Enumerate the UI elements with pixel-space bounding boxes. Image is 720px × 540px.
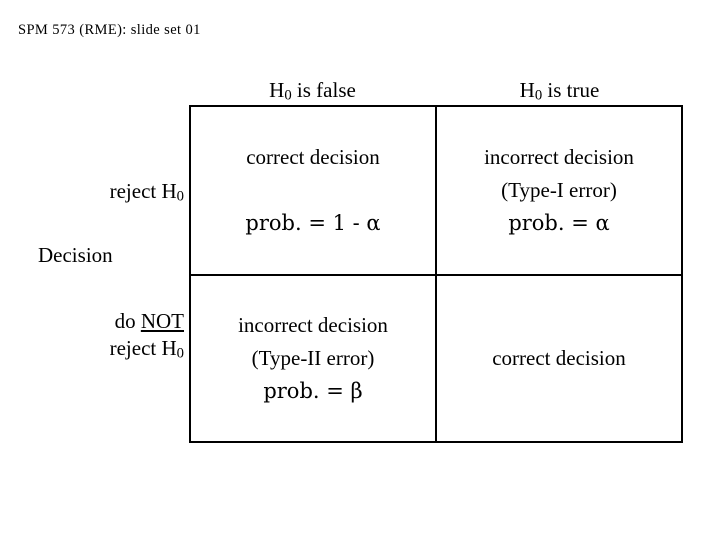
row-header-donot-line1: do NOT bbox=[115, 309, 184, 333]
column-header-false-suffix: is false bbox=[291, 78, 356, 102]
column-header-true-prefix: H bbox=[519, 78, 535, 102]
cell-notreject-false-line2: (Type-II error) bbox=[251, 346, 375, 370]
column-header-h0-true: H0 is true bbox=[436, 78, 683, 105]
cell-reject-false-line3: prob. = 1 - α bbox=[245, 211, 381, 235]
table-row-reject-h0: correct decision prob. = 1 - α incorrect… bbox=[189, 105, 683, 276]
cell-reject-false-spacer bbox=[191, 174, 435, 207]
cell-not-reject-h0-true: correct decision bbox=[435, 274, 683, 443]
row-header-not-emphasis: NOT bbox=[140, 309, 184, 333]
cell-not-reject-h0-false: incorrect decision (Type-II error) prob.… bbox=[189, 274, 437, 443]
cell-reject-true-line3: prob. = α bbox=[508, 211, 610, 235]
row-header-do-not-reject-h0: do NOT reject H0 bbox=[0, 308, 188, 368]
row-header-donot-line2: reject H bbox=[109, 336, 177, 360]
column-header-false-subscript: 0 bbox=[284, 87, 292, 104]
cell-notreject-true-line1: correct decision bbox=[492, 346, 626, 370]
row-header-donot-subscript: 0 bbox=[176, 345, 184, 362]
table-row-do-not-reject-h0: incorrect decision (Type-II error) prob.… bbox=[189, 274, 683, 443]
decision-outcome-table: correct decision prob. = 1 - α incorrect… bbox=[189, 105, 683, 443]
cell-notreject-false-line3: prob. = β bbox=[263, 379, 363, 403]
row-header-reject-subscript: 0 bbox=[176, 188, 184, 205]
cell-notreject-false-line1: incorrect decision bbox=[238, 313, 388, 337]
column-header-true-subscript: 0 bbox=[534, 87, 543, 104]
row-header-reject-h0: reject H0 bbox=[0, 178, 188, 211]
slide-title: SPM 573 (RME): slide set 01 bbox=[18, 22, 201, 38]
axis-label-decision: Decision bbox=[38, 243, 113, 267]
cell-reject-h0-false: correct decision prob. = 1 - α bbox=[189, 105, 437, 276]
column-header-false-prefix: H bbox=[269, 78, 285, 102]
cell-reject-false-line1: correct decision bbox=[246, 145, 380, 169]
row-header-donot-prefix: do bbox=[114, 309, 141, 333]
row-header-reject-text: reject H bbox=[109, 179, 177, 203]
column-header-true-suffix: is true bbox=[542, 78, 600, 102]
cell-reject-h0-true: incorrect decision (Type-I error) prob. … bbox=[435, 105, 683, 276]
cell-reject-true-line1: incorrect decision bbox=[484, 145, 634, 169]
cell-reject-true-line2: (Type-I error) bbox=[501, 178, 617, 202]
column-header-h0-false: H0 is false bbox=[189, 78, 436, 105]
